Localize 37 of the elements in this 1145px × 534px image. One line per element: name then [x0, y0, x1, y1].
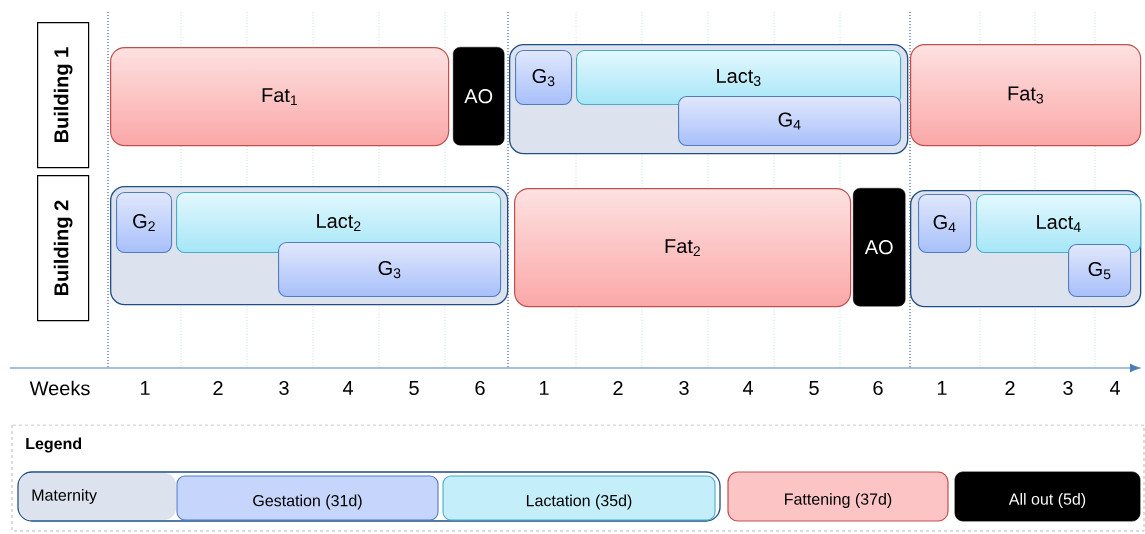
legend-title: Legend	[26, 437, 82, 453]
lactation-bar: Lact$_{3}$	[576, 50, 902, 106]
building-label: Building 1	[37, 22, 90, 169]
axis-title: Weeks	[29, 380, 90, 396]
tick-label: 1	[539, 381, 549, 395]
legend-label: Maternity	[32, 489, 97, 504]
tick-label: 2	[1005, 381, 1015, 395]
tick-label: 4	[1109, 381, 1120, 395]
tick-label: 5	[809, 381, 819, 395]
gestation-bar: G$_{4}$	[678, 96, 902, 147]
tick-label: 5	[409, 381, 419, 395]
gestation-bar: G$_{3}$	[278, 242, 502, 298]
tick-label: 3	[279, 380, 289, 396]
tick-label: 6	[873, 380, 883, 396]
tick-label: 2	[213, 381, 223, 395]
legend-label: Fattening (37d)	[785, 493, 892, 508]
fattening-bar: Fat$_{2}$	[514, 188, 852, 308]
tick-label: 6	[475, 380, 485, 396]
legend-label: All out (5d)	[1008, 493, 1086, 508]
tick-label: 4	[342, 381, 353, 395]
legend-label: Lactation (35d)	[526, 494, 632, 510]
legend-label: Gestation (31d)	[253, 494, 362, 510]
all-out-bar: AO	[853, 188, 906, 307]
building-label: Building 2	[37, 175, 90, 322]
gestation-bar: G$_{2}$	[116, 192, 173, 254]
tick-label: 2	[613, 381, 623, 395]
fattening-bar: Fat$_{3}$	[910, 44, 1142, 147]
gestation-bar: G$_{4}$	[918, 194, 972, 254]
tick-label: 3	[1063, 380, 1073, 396]
gestation-bar: G$_{3}$	[515, 50, 573, 106]
tick-label: 3	[679, 380, 689, 396]
tick-label: 1	[937, 381, 947, 395]
tick-label: 1	[140, 381, 150, 395]
fattening-bar: Fat$_{1}$	[110, 47, 450, 147]
gestation-bar: G$_{5}$	[1068, 244, 1132, 298]
tick-label: 4	[742, 381, 753, 395]
all-out-bar: AO	[453, 47, 505, 146]
